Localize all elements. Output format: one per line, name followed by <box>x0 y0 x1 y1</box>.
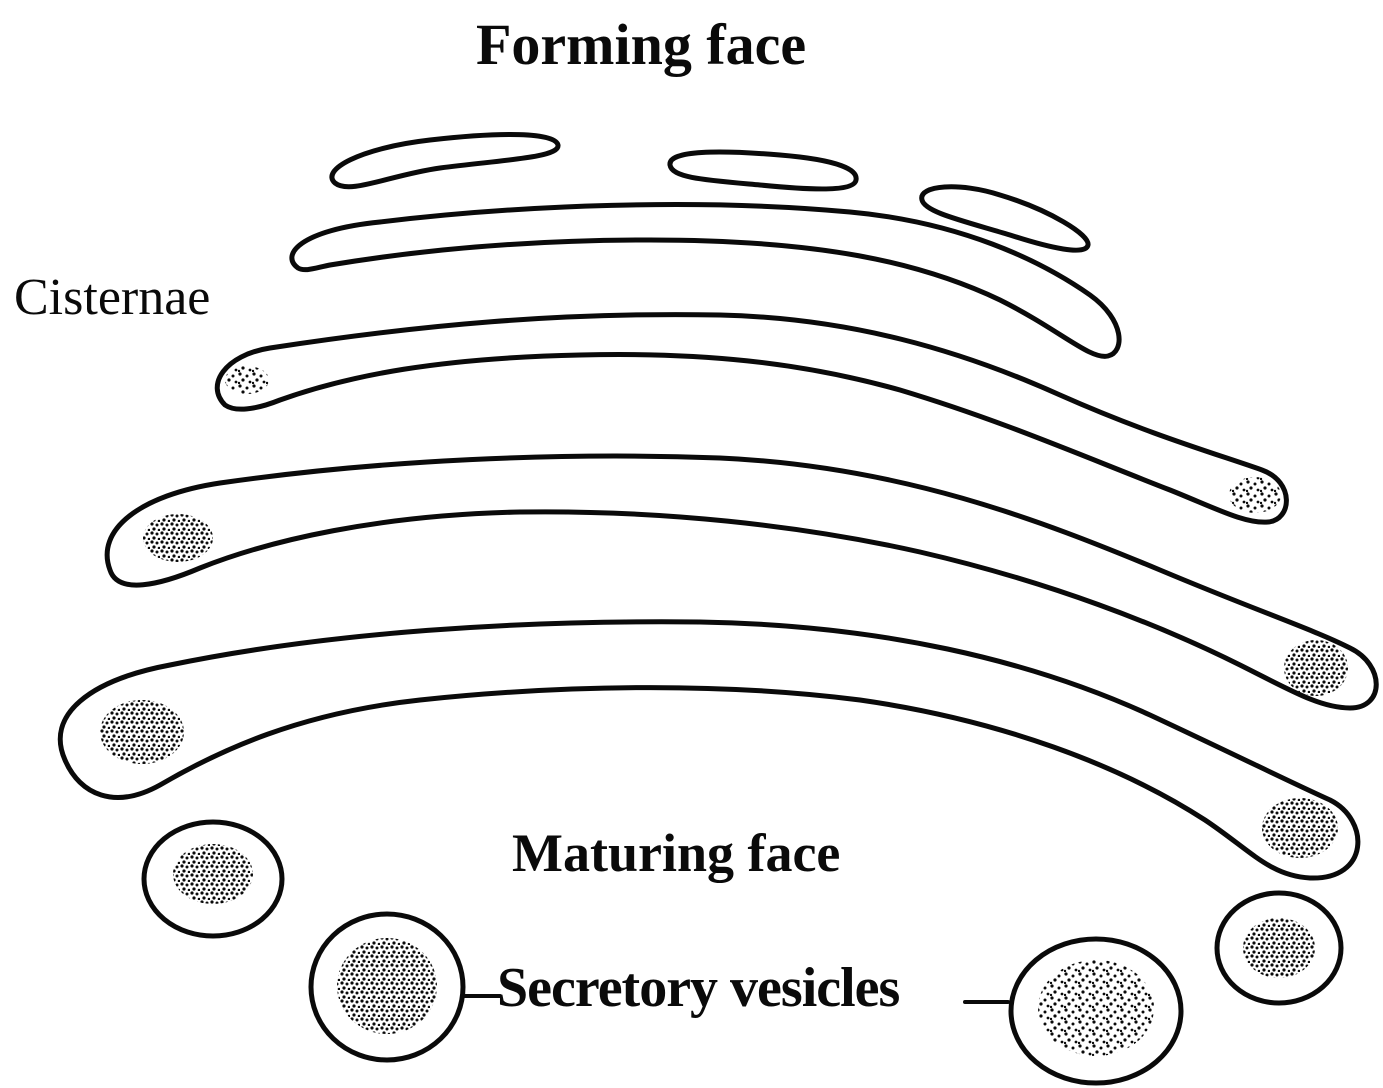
cisterna-1 <box>292 205 1119 357</box>
stippled-content <box>100 366 1348 1056</box>
cisterna-2 <box>217 315 1286 523</box>
secretory-vesicles-label: Secretory vesicles <box>497 960 899 1016</box>
forming-face-label: Forming face <box>476 16 806 74</box>
forming-vesicle-3 <box>922 187 1088 250</box>
forming-vesicle-2 <box>670 152 856 189</box>
forming-vesicle-1 <box>332 135 558 187</box>
cisternae-label: Cisternae <box>14 272 210 324</box>
maturing-face-label: Maturing face <box>512 826 840 880</box>
